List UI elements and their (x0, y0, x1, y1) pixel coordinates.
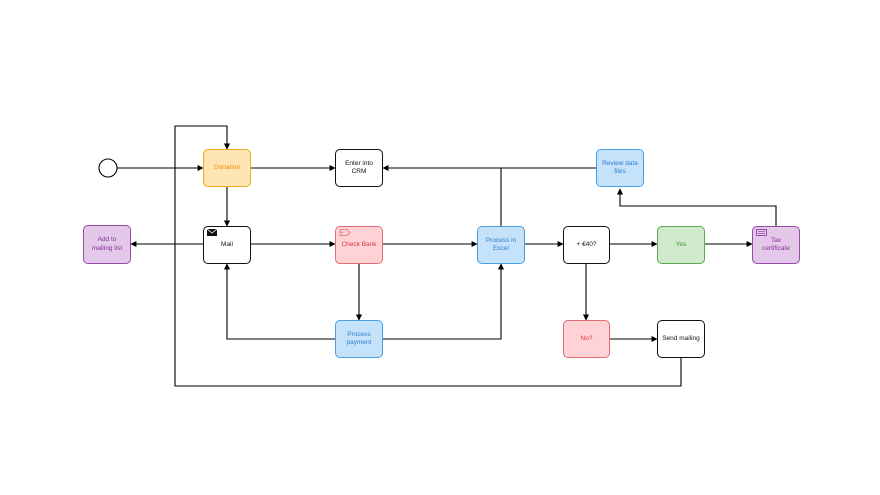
start-event[interactable] (98, 158, 118, 178)
certificate-icon (756, 229, 767, 239)
node-label: Check Bank (341, 240, 377, 248)
node-label: Donation (213, 163, 241, 171)
node-process-payment[interactable]: Process payment (335, 320, 383, 358)
edge-sendmailing-donation (174, 125, 682, 387)
node-label: Process in Excel (485, 236, 517, 252)
node-add-mailing-list[interactable]: Add to mailing list (83, 225, 131, 264)
node-over-640[interactable]: + €40? (563, 226, 610, 264)
node-no[interactable]: No? (563, 320, 610, 358)
node-label: + €40? (576, 240, 597, 248)
node-label: Send mailing (662, 334, 700, 342)
node-send-mailing[interactable]: Send mailing (657, 320, 705, 358)
edge-payment-mail (223, 263, 335, 340)
node-review-data-files[interactable]: Review data files (596, 149, 644, 187)
edge-tax-review (616, 188, 777, 226)
node-process-excel[interactable]: Process in Excel (477, 226, 525, 264)
node-yes[interactable]: Yes (657, 226, 705, 264)
node-check-bank[interactable]: Check Bank (335, 226, 383, 264)
envelope-icon (206, 228, 218, 239)
node-label: No? (580, 334, 593, 342)
tag-icon (339, 229, 351, 239)
node-label: Process payment (346, 330, 372, 346)
node-label: Review data files (602, 159, 638, 175)
edge-payment-excel (383, 263, 505, 340)
node-label: Mail (221, 240, 233, 248)
node-label: Add to mailing list (91, 236, 123, 252)
node-label: Yes (675, 240, 687, 248)
node-donation[interactable]: Donation (203, 149, 251, 187)
edge-excel-crm (382, 164, 502, 226)
node-mail[interactable]: Mail (203, 226, 251, 264)
node-label: Enter into CRM (345, 159, 373, 175)
node-enter-crm[interactable]: Enter into CRM (335, 149, 383, 187)
node-label: Tax certificate (762, 236, 790, 252)
node-tax-certificate[interactable]: Tax certificate (752, 226, 800, 264)
